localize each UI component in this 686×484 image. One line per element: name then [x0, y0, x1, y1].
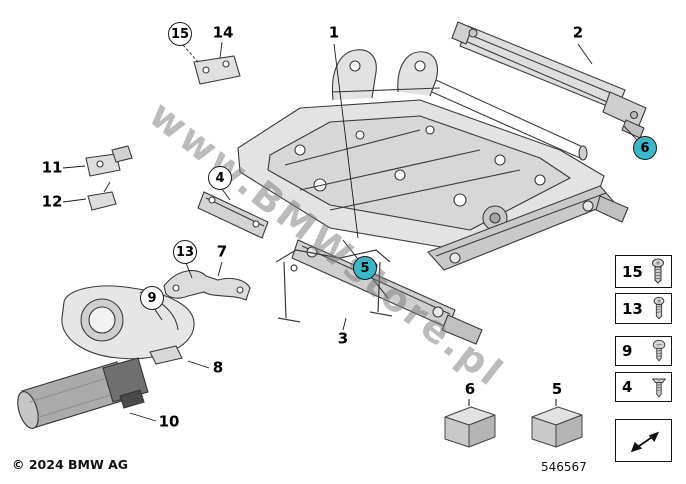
- callout-14[interactable]: 14: [212, 23, 234, 42]
- pan-head-screw-icon: [652, 339, 666, 362]
- packet-part-6[interactable]: 6: [437, 380, 503, 451]
- callout-1[interactable]: 1: [328, 23, 340, 42]
- callout-11[interactable]: 11: [41, 158, 63, 177]
- legend-label-4: 4: [622, 378, 633, 396]
- copyright-text: © 2024 BMW AG: [12, 457, 129, 472]
- diagram-number: 546567: [541, 460, 587, 474]
- callout-12[interactable]: 12: [41, 192, 63, 211]
- packet-label-6: 6: [464, 380, 476, 398]
- packet-part-5[interactable]: 5: [524, 380, 590, 451]
- callout-8[interactable]: 8: [212, 358, 224, 377]
- legend-label-9: 9: [622, 342, 633, 360]
- foam-pad-icon: [444, 399, 496, 448]
- part-4-rail-piece: [197, 191, 269, 239]
- callout-9[interactable]: 9: [140, 286, 164, 310]
- callout-7[interactable]: 7: [216, 242, 228, 261]
- legend-label-15: 15: [622, 262, 643, 281]
- legend-item-13[interactable]: 13: [615, 293, 672, 324]
- part-10-motor: [17, 357, 149, 429]
- direction-arrow-icon: [630, 431, 659, 452]
- torx-screw-icon: [653, 296, 665, 320]
- torx-screw-icon: [652, 258, 664, 284]
- direction-indicator-cell[interactable]: [615, 419, 672, 462]
- flat-screw-icon: [651, 378, 667, 398]
- callout-5-highlighted[interactable]: 5: [353, 256, 377, 280]
- callout-2[interactable]: 2: [572, 23, 584, 42]
- callout-15[interactable]: 15: [168, 22, 192, 46]
- leader-lines: [62, 41, 639, 422]
- legend-item-9[interactable]: 9: [615, 336, 672, 366]
- callout-6-highlighted[interactable]: 6: [633, 136, 657, 160]
- part-1-seat-frame: [237, 49, 629, 345]
- part-12-clip: [87, 181, 117, 211]
- callout-3[interactable]: 3: [337, 329, 349, 348]
- callout-10[interactable]: 10: [158, 412, 180, 431]
- legend-label-13: 13: [622, 299, 643, 318]
- foam-pad-icon: [531, 399, 583, 448]
- legend-item-15[interactable]: 15: [615, 255, 672, 288]
- part-2-rail: [451, 21, 647, 139]
- part-14-bracket: [193, 55, 241, 85]
- callout-4[interactable]: 4: [208, 166, 232, 190]
- packet-label-5: 5: [551, 380, 563, 398]
- part-7-bracket: [163, 270, 251, 301]
- part-11-bracket: [85, 145, 133, 177]
- callout-13[interactable]: 13: [173, 240, 197, 264]
- legend-item-4[interactable]: 4: [615, 372, 672, 402]
